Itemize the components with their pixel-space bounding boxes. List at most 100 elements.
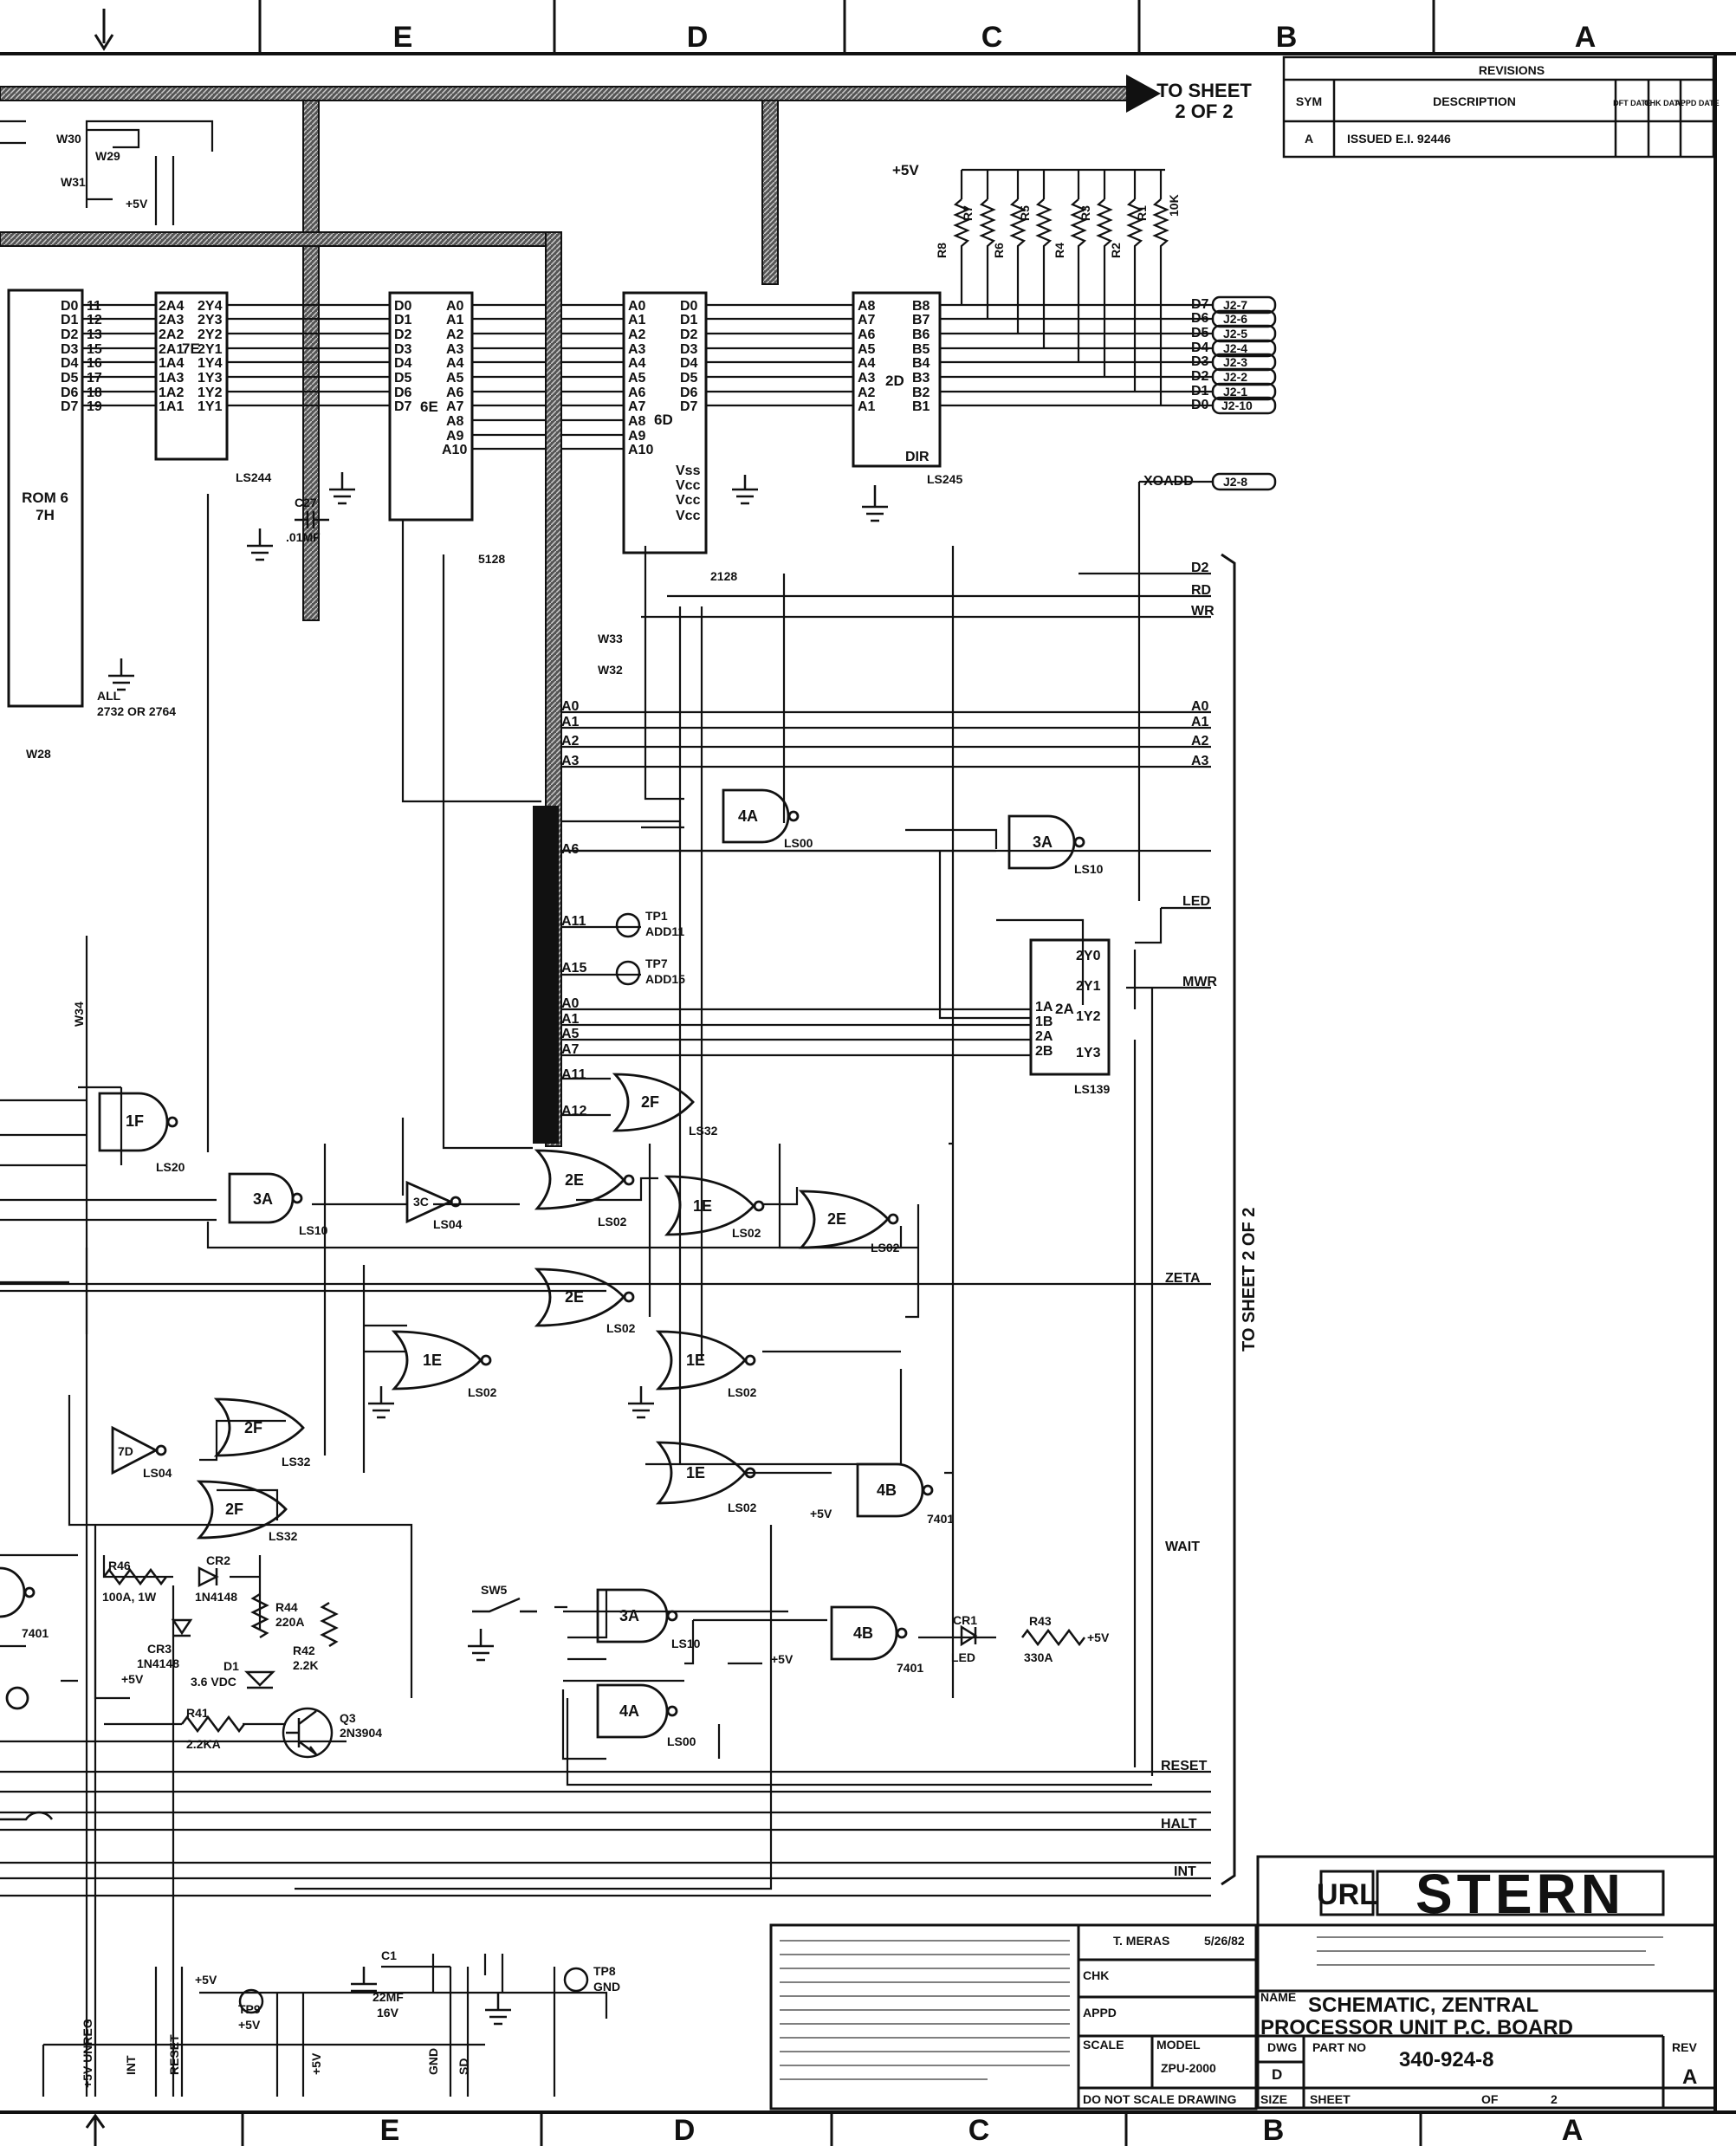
gate-2e-type: LS02 — [598, 1215, 627, 1229]
gate-4b-bottom-ref: 4B — [853, 1624, 873, 1642]
gate-2f-lower-type: LS32 — [269, 1529, 298, 1543]
r42-ref: R42 — [293, 1644, 315, 1657]
ls245-ref: 2D — [885, 373, 904, 389]
capacitor-c27: C27 — [295, 496, 317, 509]
gate-4a-nand-bottom — [596, 1683, 669, 1739]
jumper-w33: W33 — [598, 632, 623, 645]
gate-2f-or-left — [213, 1397, 305, 1457]
zener-d1 — [243, 1670, 276, 1689]
gate-4b-ref: 4B — [877, 1481, 897, 1499]
ls245-a2: A2 — [858, 386, 876, 400]
sheet-label: SHEET — [1310, 2092, 1351, 2106]
logo-url: URL — [1317, 1878, 1377, 1911]
rom-pin-d0: D0 — [61, 299, 79, 314]
jumper-w30: W30 — [56, 132, 81, 146]
resistor-r1-ref: R1 — [1135, 205, 1149, 221]
revisions-block — [1282, 55, 1715, 159]
ls245-b7: B7 — [912, 313, 930, 327]
bus-label-a15: A15 — [561, 961, 586, 976]
capacitor-c1 — [351, 1967, 377, 1993]
do-not-scale: DO NOT SCALE DRAWING — [1083, 2092, 1236, 2106]
logo-stern: STERN — [1415, 1863, 1625, 1925]
ls245-a1: A1 — [858, 399, 876, 414]
signal-a0: A0 — [1191, 699, 1209, 714]
resistor-r4-ref: R4 — [1053, 243, 1066, 258]
gate-2e-right-type: LS02 — [871, 1241, 900, 1255]
tp9-label-a: TP9 — [238, 2002, 261, 2016]
scale-label: SCALE — [1083, 2038, 1124, 2052]
title-block-text: URL STERN T. MERAS 5/26/82 CHK APPD NAME… — [780, 1863, 1697, 2106]
input-node-left — [5, 1686, 29, 1710]
rev-header-chk: CHK DATE — [1644, 99, 1684, 107]
cr3-value: 1N4148 — [137, 1657, 179, 1670]
ls244-in-1a4: 1A4 — [159, 356, 184, 371]
zone-label-d-top: D — [687, 21, 709, 54]
ram-6e-d2: D2 — [394, 327, 412, 342]
tp7-label-b: ADD15 — [645, 972, 685, 986]
ram-6d-a1: A1 — [628, 313, 646, 327]
rom-note-line1: ALL — [97, 689, 121, 703]
ls245-b4: B4 — [912, 356, 930, 371]
signal-a1: A1 — [1191, 715, 1209, 729]
ls244-in-1a1: 1A1 — [159, 399, 184, 414]
ram-6e-a6: A6 — [446, 386, 464, 400]
cr2-value: 1N4148 — [195, 1590, 237, 1604]
zone-label-a-top: A — [1575, 21, 1597, 54]
rev-label: REV — [1672, 2040, 1697, 2054]
rom-pin-num-11: 11 — [87, 299, 101, 314]
ls245-label: LS245 — [927, 472, 962, 486]
ls139-in-2a: 2A — [1035, 1029, 1053, 1044]
reset-circuit-labels: R46 100A, 1W CR2 1N4148 CR3 1N4148 R44 2… — [102, 1553, 1110, 2020]
to-sheet-label-top: TO SHEET 2 OF 2 — [1156, 80, 1252, 122]
ls245-dir: DIR — [905, 450, 930, 464]
ls244-out-2y1: 2Y1 — [198, 342, 223, 357]
r46-ref: R46 — [108, 1559, 131, 1572]
jumper-w32: W32 — [598, 663, 623, 677]
gate-labels: 4A LS00 3A LS10 2F LS32 1F LS20 3A LS10 … — [22, 807, 1104, 1748]
cr3-ref: CR3 — [147, 1642, 172, 1656]
rev-row-description: ISSUED E.I. 92446 — [1347, 132, 1451, 146]
ls139-chip: 2A LS139 1A 1B 2A 2B 2Y0 2Y1 1Y2 1Y3 — [1029, 938, 1111, 1096]
gate-1e-nor-left — [391, 1330, 483, 1391]
bus-label-a7: A7 — [561, 1042, 580, 1057]
signal-mwr: MWR — [1182, 975, 1217, 989]
gate-3a-ref: 3A — [1033, 833, 1053, 851]
bus-label-a3: A3 — [561, 754, 580, 768]
c1-voltage: 16V — [377, 2006, 399, 2020]
ram-6e-chip: 6E 5128 D0 D1 D2 D3 D4 D5 D6 D7 A0 A1 A2… — [388, 291, 505, 566]
gate-1e-left-ref: 1E — [423, 1352, 442, 1369]
rom-name-line1: ROM 6 — [22, 489, 68, 506]
ram-6e-a3: A3 — [446, 342, 464, 357]
ram-6d-a10: A10 — [628, 443, 653, 457]
jumper-w34: W34 — [72, 1002, 86, 1027]
rom-pin-d1: D1 — [61, 313, 79, 327]
tp1-label-a: TP1 — [645, 909, 668, 923]
gate-7d-inverter — [111, 1425, 159, 1475]
gate-2f-lower-ref: 2F — [225, 1501, 243, 1518]
ls245-a5: A5 — [858, 342, 876, 357]
ls244-in-2a1: 2A1 — [159, 342, 184, 357]
ram-6e-a1: A1 — [446, 313, 464, 327]
model-value: ZPU-2000 — [1161, 2061, 1216, 2075]
ram-6d-vcc-3: Vcc — [676, 509, 701, 523]
zone-label-b-bottom: B — [1263, 2114, 1285, 2146]
ram-6d-d4: D4 — [680, 356, 698, 371]
rom-pin-num-15: 15 — [87, 342, 102, 357]
ls244-in-2a4: 2A4 — [159, 299, 184, 314]
tp1-circle — [615, 912, 641, 938]
ram-6d-a5: A5 — [628, 371, 646, 386]
ram-6d-vcc-2: Vcc — [676, 493, 701, 508]
bus-label-a5: A5 — [561, 1027, 580, 1041]
resistor-r42 — [320, 1601, 339, 1648]
ram-6e-a8: A8 — [446, 414, 464, 429]
rom-pin-d6: D6 — [61, 386, 79, 400]
ram-6e-a5: A5 — [446, 371, 464, 386]
signal-wr: WR — [1191, 604, 1215, 619]
ls139-in-1b: 1B — [1035, 1015, 1053, 1029]
ls244-out-2y3: 2Y3 — [198, 313, 223, 327]
capacitor-c27-value: .01MF — [286, 530, 321, 544]
ram-6d-d5: D5 — [680, 371, 698, 386]
ls244-chip: 2A4 2A3 2A2 2A1 1A4 1A3 1A2 1A1 2Y4 2Y3 … — [154, 291, 271, 484]
